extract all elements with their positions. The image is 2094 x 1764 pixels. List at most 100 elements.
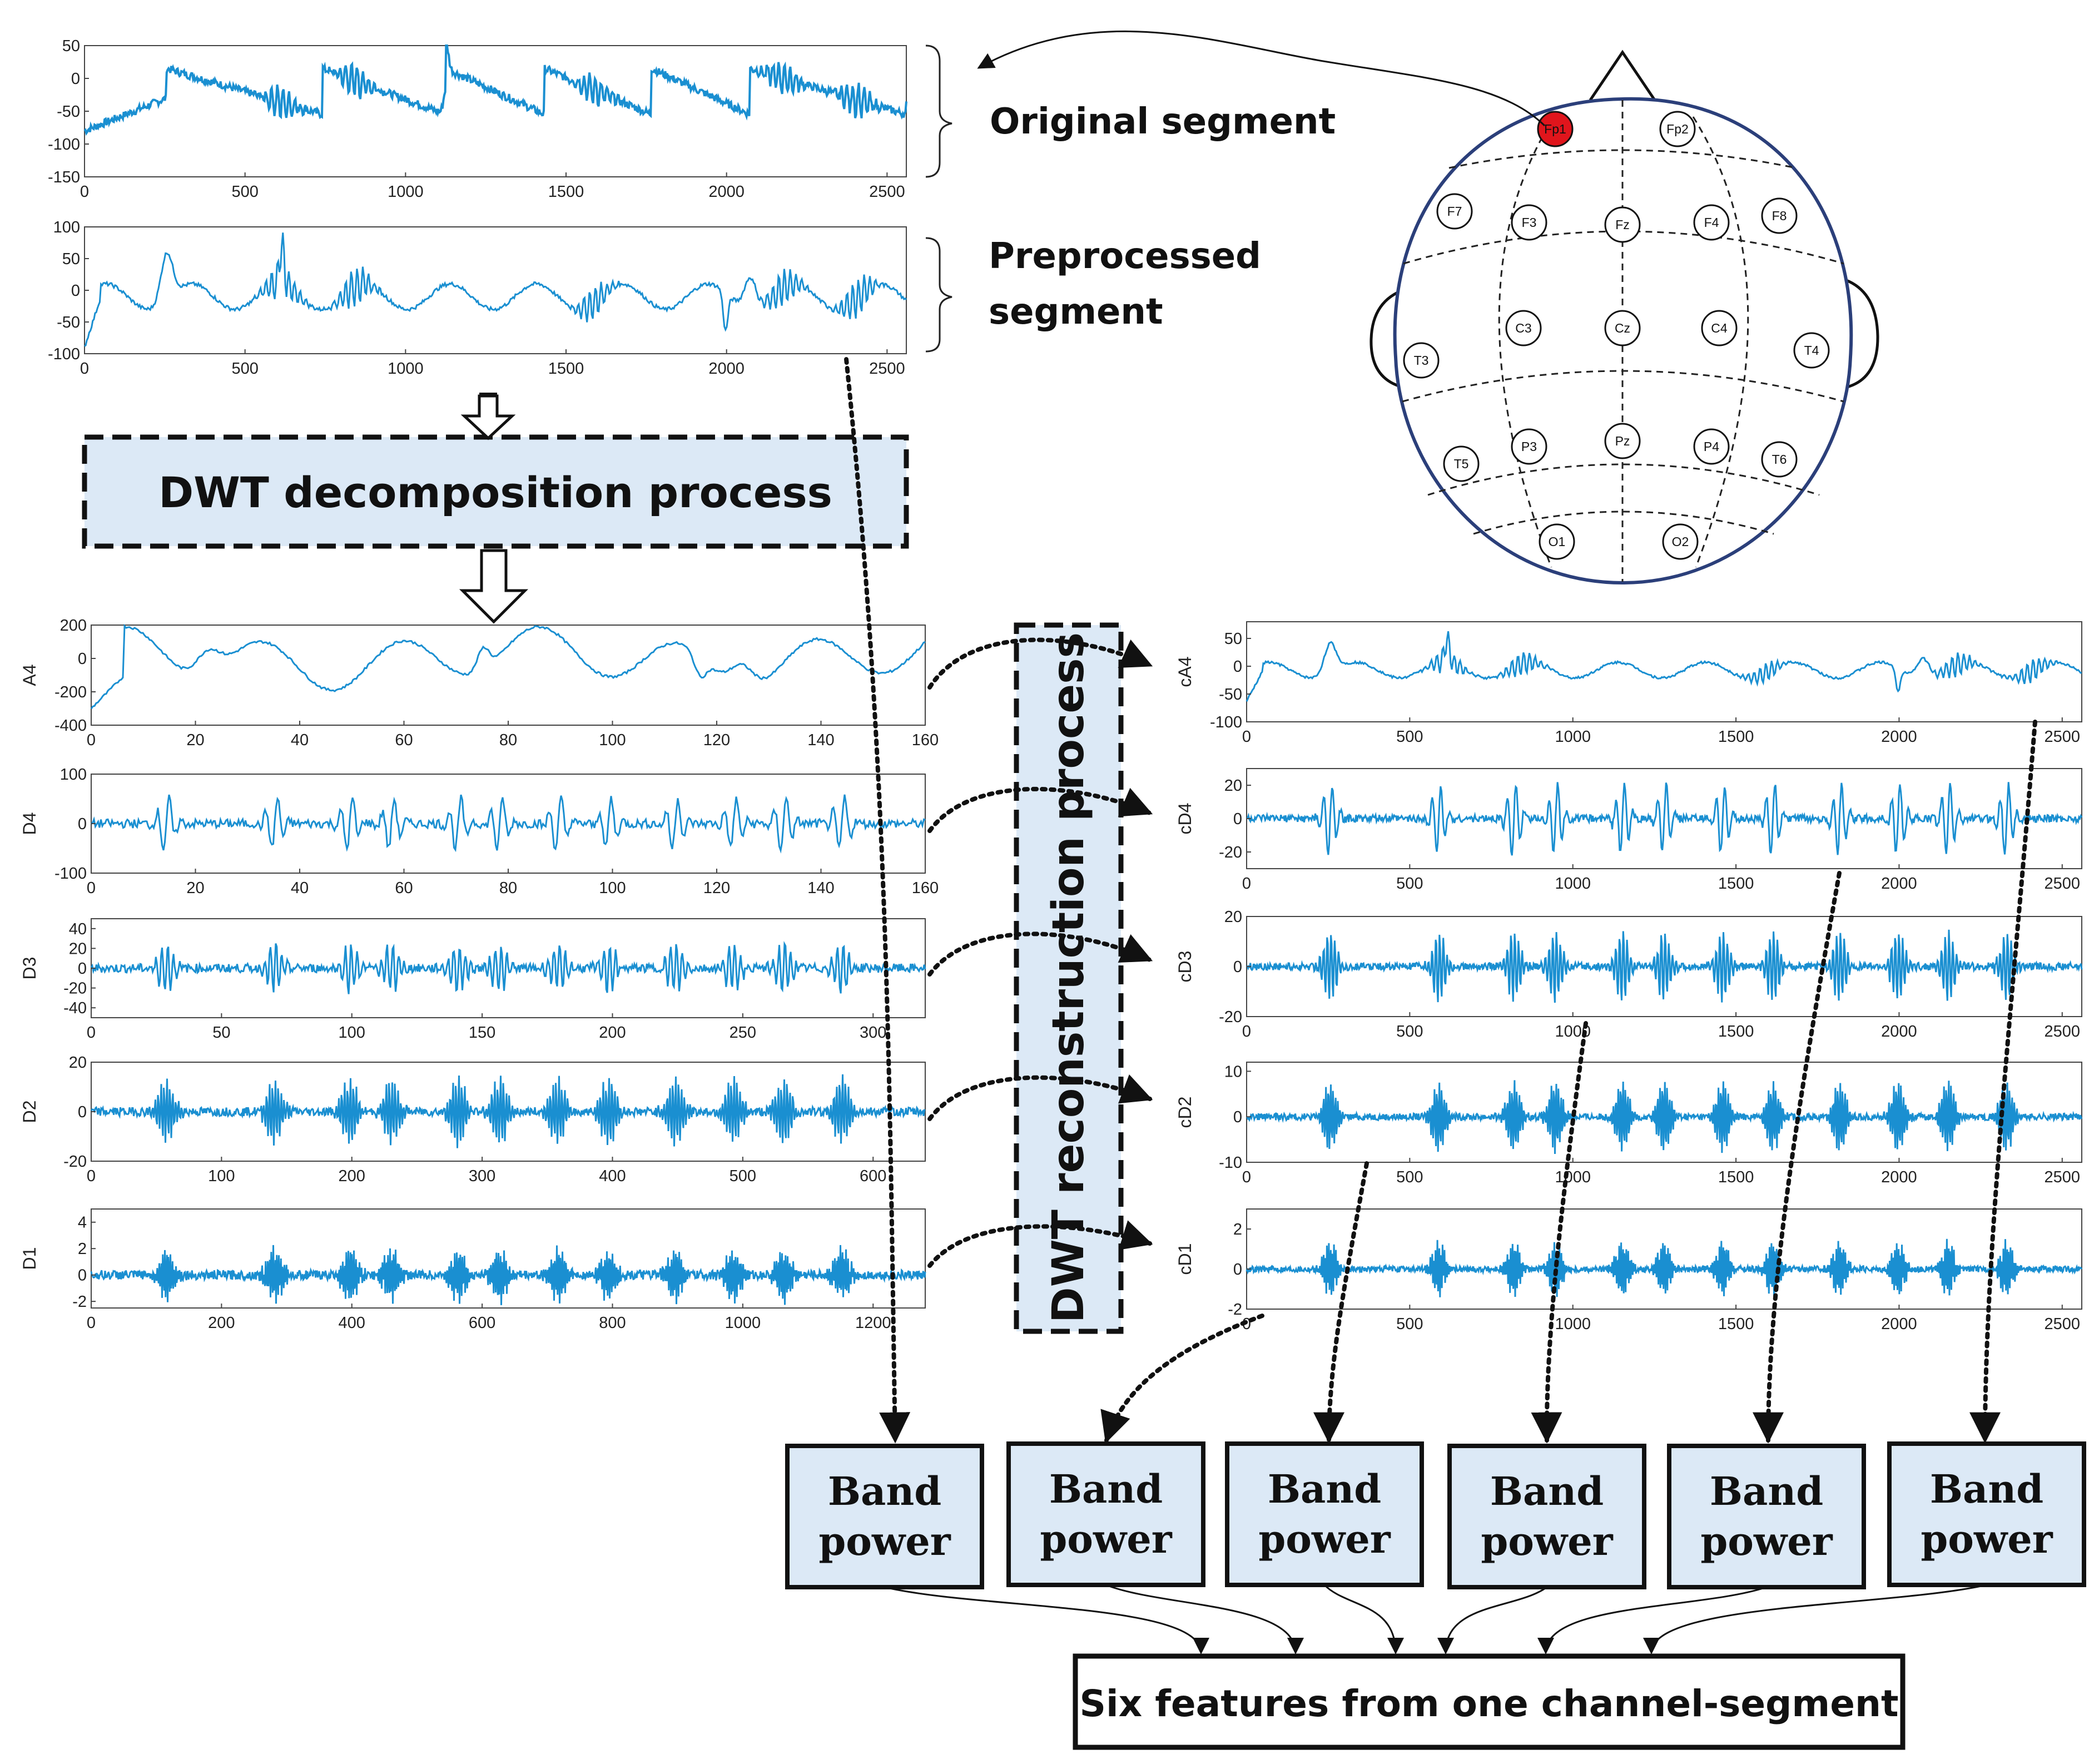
y-tick-label: -50 bbox=[1219, 686, 1242, 703]
x-tick-label: 600 bbox=[860, 1167, 886, 1185]
y-axis-title-cD4: cD4 bbox=[1175, 803, 1195, 835]
x-tick-label: 60 bbox=[395, 879, 413, 897]
electrode-label: Pz bbox=[1615, 434, 1630, 448]
x-tick-label: 2000 bbox=[1881, 728, 1917, 746]
y-tick-label: 0 bbox=[78, 650, 87, 668]
head-grid-line bbox=[1473, 511, 1774, 535]
electrode-label: Fz bbox=[1615, 217, 1630, 232]
y-tick-label: 4 bbox=[78, 1214, 87, 1232]
x-tick-label: 0 bbox=[1242, 1023, 1251, 1040]
y-tick-label: 0 bbox=[71, 70, 80, 88]
x-tick-label: 80 bbox=[499, 731, 517, 749]
x-tick-label: 500 bbox=[1396, 1315, 1423, 1333]
x-tick-label: 2500 bbox=[869, 183, 905, 201]
band-to-final-arrow-6 bbox=[1643, 1584, 1987, 1654]
electrode-o1: O1 bbox=[1539, 523, 1575, 560]
x-tick-label: 150 bbox=[469, 1024, 495, 1042]
x-tick-label: 500 bbox=[730, 1167, 756, 1185]
x-tick-label: 2000 bbox=[1881, 875, 1917, 893]
x-tick-label: 300 bbox=[469, 1167, 495, 1185]
electrode-label: O2 bbox=[1672, 534, 1689, 549]
y-tick-label: -100 bbox=[48, 136, 80, 153]
y-tick-label: -400 bbox=[54, 717, 87, 735]
y-tick-label: 0 bbox=[78, 815, 87, 833]
electrode-label: T4 bbox=[1804, 343, 1819, 358]
head-grid-line bbox=[1448, 149, 1797, 169]
x-tick-label: 1500 bbox=[1718, 728, 1754, 746]
band-label-line2: power bbox=[1258, 1516, 1391, 1562]
x-tick-label: 0 bbox=[87, 1314, 96, 1332]
signal-line-cD4 bbox=[1246, 782, 2083, 856]
electrode-label: F8 bbox=[1772, 209, 1787, 223]
x-tick-label: 60 bbox=[395, 731, 413, 749]
y-tick-label: 200 bbox=[60, 617, 87, 635]
electrode-t5: T5 bbox=[1443, 445, 1480, 482]
x-tick-label: 2500 bbox=[2045, 1168, 2081, 1186]
y-tick-label: -40 bbox=[63, 999, 87, 1017]
preprocessed-label-line2: segment bbox=[989, 291, 1163, 333]
original-segment-label: Original segment bbox=[990, 101, 1336, 142]
electrode-fp2: Fp2 bbox=[1659, 111, 1696, 147]
x-tick-label: 500 bbox=[231, 183, 258, 201]
x-tick-label: 200 bbox=[339, 1167, 365, 1185]
y-tick-label: -150 bbox=[48, 169, 80, 186]
connector-ca4-to-band-6 bbox=[1969, 720, 2037, 1444]
x-tick-label: 0 bbox=[87, 1024, 96, 1042]
y-tick-label: 0 bbox=[1233, 810, 1242, 828]
x-tick-label: 80 bbox=[499, 879, 517, 897]
electrode-label: F4 bbox=[1704, 215, 1719, 230]
x-tick-label: 0 bbox=[1242, 875, 1251, 893]
electrode-t3: T3 bbox=[1403, 342, 1440, 379]
band-label-line2: power bbox=[1040, 1516, 1172, 1562]
electrode-label: Fp2 bbox=[1666, 122, 1689, 136]
y-tick-label: 20 bbox=[1224, 777, 1242, 795]
y-axis-title-A4: A4 bbox=[19, 664, 39, 686]
band-label-line1: Band bbox=[1930, 1466, 2043, 1512]
x-tick-label: 1000 bbox=[1555, 1168, 1591, 1186]
x-tick-label: 50 bbox=[212, 1024, 230, 1042]
head-grid-line bbox=[1692, 116, 1749, 568]
electrode-p3: P3 bbox=[1511, 428, 1547, 465]
x-tick-label: 1500 bbox=[1718, 1168, 1754, 1186]
electrode-pz: Pz bbox=[1604, 423, 1641, 459]
preprocessed-label-line1: Preprocessed bbox=[989, 236, 1261, 277]
signal-line-cA4 bbox=[1246, 631, 2082, 702]
x-tick-label: 20 bbox=[186, 879, 204, 897]
decomposition-label: DWT decomposition process bbox=[158, 468, 832, 517]
signal-line-D3 bbox=[90, 940, 926, 994]
x-tick-label: 120 bbox=[703, 879, 730, 897]
electrode-fp1: Fp1 bbox=[1537, 111, 1574, 147]
x-tick-label: 1000 bbox=[1555, 875, 1591, 893]
down-arrow-double bbox=[460, 393, 516, 440]
y-tick-label: 100 bbox=[53, 219, 80, 236]
x-tick-label: 1000 bbox=[1555, 1315, 1591, 1333]
x-tick-label: 1500 bbox=[548, 183, 584, 201]
band-label-line1: Band bbox=[1490, 1468, 1604, 1514]
x-tick-label: 2500 bbox=[2045, 728, 2081, 746]
y-tick-label: -100 bbox=[54, 865, 87, 883]
x-tick-label: 140 bbox=[807, 731, 834, 749]
connector-a4-to-ca4 bbox=[927, 637, 1153, 690]
reconstruction-label: DWT reconstruction process bbox=[1044, 632, 1094, 1323]
y-axis-title-cA4: cA4 bbox=[1175, 656, 1195, 687]
x-tick-label: 2500 bbox=[2045, 875, 2081, 893]
connector-d3-to-cd3 bbox=[927, 931, 1153, 977]
x-tick-label: 2000 bbox=[708, 183, 745, 201]
electrode-cz: Cz bbox=[1604, 310, 1641, 346]
reconstruction-box: DWT reconstruction process bbox=[1014, 622, 1124, 1334]
y-tick-label: 40 bbox=[69, 920, 87, 938]
plot-frame bbox=[84, 226, 907, 354]
electrode-label: Cz bbox=[1615, 321, 1630, 335]
y-tick-label: -2 bbox=[1228, 1301, 1242, 1319]
electrode-label: Fp1 bbox=[1544, 122, 1566, 136]
electrode-label: P3 bbox=[1521, 439, 1537, 454]
band-label-line1: Band bbox=[1268, 1466, 1381, 1512]
